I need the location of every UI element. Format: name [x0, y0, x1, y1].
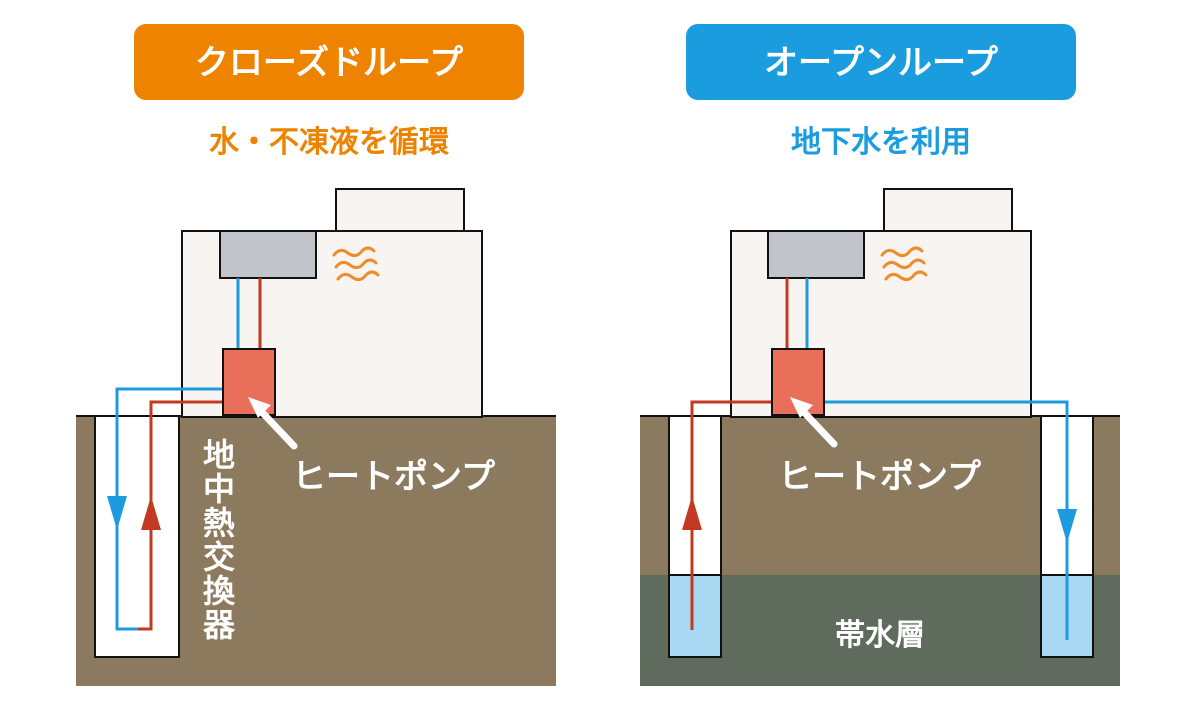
flow-up-arrow-icon — [682, 496, 702, 530]
flow-down-arrow-icon — [107, 496, 127, 530]
pointer-arrow-icon — [248, 397, 298, 450]
open-loop-hot-pipe — [690, 400, 773, 630]
open-loop-title: オープンループ — [764, 43, 998, 83]
closed-loop-exchanger-label: 地中熱交換器 — [198, 438, 236, 642]
flow-down-arrow-icon — [1057, 509, 1077, 543]
closed-loop-title: クローズドループ — [195, 43, 463, 83]
pointer-arrow-icon — [790, 397, 838, 448]
closed-loop-indoor-unit — [219, 230, 317, 279]
open-loop-pumping-well — [668, 415, 722, 658]
closed-loop-heat-pump-label: ヒートポンプ — [292, 457, 495, 497]
closed-loop-borehole — [94, 415, 180, 658]
open-loop-heat-pump-label: ヒートポンプ — [778, 457, 981, 497]
flow-up-arrow-icon — [141, 496, 161, 530]
open-loop-aquifer-label: 帯水層 — [835, 618, 925, 653]
open-loop-indoor-unit — [767, 230, 865, 279]
open-loop-panel: オープンループ 地下水を利用 — [640, 24, 1120, 686]
closed-loop-subtitle: 水・不凍液を循環 — [209, 125, 450, 160]
open-loop-subtitle: 地下水を利用 — [791, 125, 971, 160]
open-loop-title-pill — [686, 24, 1076, 100]
closed-loop-panel: クローズドループ 水・不凍液を循環 — [76, 24, 556, 686]
heat-wave-icon — [880, 246, 928, 282]
heat-wave-icon — [332, 246, 380, 282]
open-loop-cold-pipe — [823, 400, 1069, 640]
closed-loop-title-pill — [134, 24, 524, 100]
